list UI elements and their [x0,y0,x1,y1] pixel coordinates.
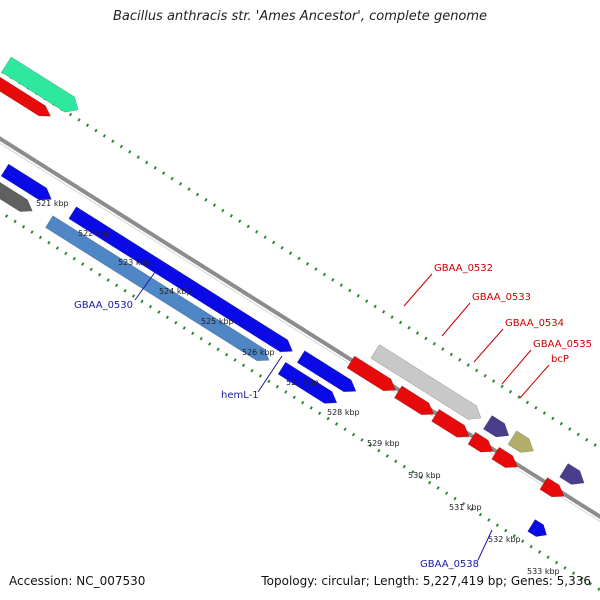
tick-label-9: 529 kbp [367,439,400,448]
tick-label-6: 526 kbp [242,348,275,357]
gene-label-GBAA-0530: GBAA_0530 [74,300,133,311]
accession-text: Accession: NC_007530 [9,574,146,588]
gene-label-GBAA-0533: GBAA_0533 [472,292,531,303]
feature-gene-bcP [467,431,494,453]
tick-label-3: 523 kbp [118,258,151,267]
tick-label-7: 527 kbp [286,378,319,387]
gene-label-bcP: bcP [551,354,569,365]
feature-red-gene-top [0,76,52,117]
tick-label-8: 528 kbp [327,408,360,417]
feature-tracks [0,56,600,592]
genome-stats-text: Topology: circular; Length: 5,227,419 bp… [261,574,591,588]
feature-gene-GBAA_0533 [346,355,397,392]
gene-label-hemL-1: hemL-1 [221,390,259,401]
leader-line-GBAA-0532 [403,273,433,307]
tick-label-2: 522 kbp [78,229,111,238]
outer-tick-track [0,68,600,450]
feature-olive-gene [507,430,534,453]
feature-gene-GBAA_0532 [370,344,482,420]
gene-label-GBAA-0538: GBAA_0538 [420,559,479,570]
leader-line-GBAA-0530 [134,267,159,301]
feature-purple-gene-2 [559,463,585,485]
feature-blue-gene-small [0,163,52,201]
labels-layer: 521 kbp 522 kbp 523 kbp 524 kbp 525 kbp 526 k… [36,199,592,576]
feature-gene-GBAA_0535 [431,408,470,438]
feature-red-gene-small [491,446,518,468]
leader-line-bcP [519,364,550,399]
leader-line-GBAA-0533 [441,302,471,337]
feature-purple-gene [482,415,510,438]
tick-label-12: 532 kbp [488,535,521,544]
feature-gene-hemL [68,206,293,353]
feature-gene-GBAA_0530 [45,215,270,362]
feature-gene-hemL-1 [277,361,338,404]
tick-label-11: 531 kbp [449,503,482,512]
feature-green-gene [1,56,79,113]
leader-line-GBAA-0534 [473,328,504,363]
gene-label-GBAA-0535: GBAA_0535 [533,339,592,350]
feature-gene-GBAA_0534 [393,385,435,416]
backbone-highlight [0,142,600,522]
leader-line-GBAA-0538 [477,529,493,561]
tick-label-13: 533 kbp [527,567,560,576]
tick-label-10: 530 kbp [408,471,441,480]
gene-label-GBAA-0532: GBAA_0532 [434,263,493,274]
tick-label-5: 525 kbp [201,317,234,326]
gene-label-GBAA-0534: GBAA_0534 [505,318,564,329]
feature-red-gene-last [539,477,565,498]
map-title: Bacillus anthracis str. 'Ames Ancestor',… [112,9,488,24]
feature-grey-gene [0,181,33,212]
leader-line-hemL-1 [257,355,283,393]
feature-blue-gene-mid [296,350,357,393]
tick-label-4: 524 kbp [159,287,192,296]
tick-label-1: 521 kbp [36,199,69,208]
feature-gene-GBAA_0538 [527,519,547,537]
backbone-line [0,136,600,520]
leader-line-GBAA-0535 [501,349,532,385]
